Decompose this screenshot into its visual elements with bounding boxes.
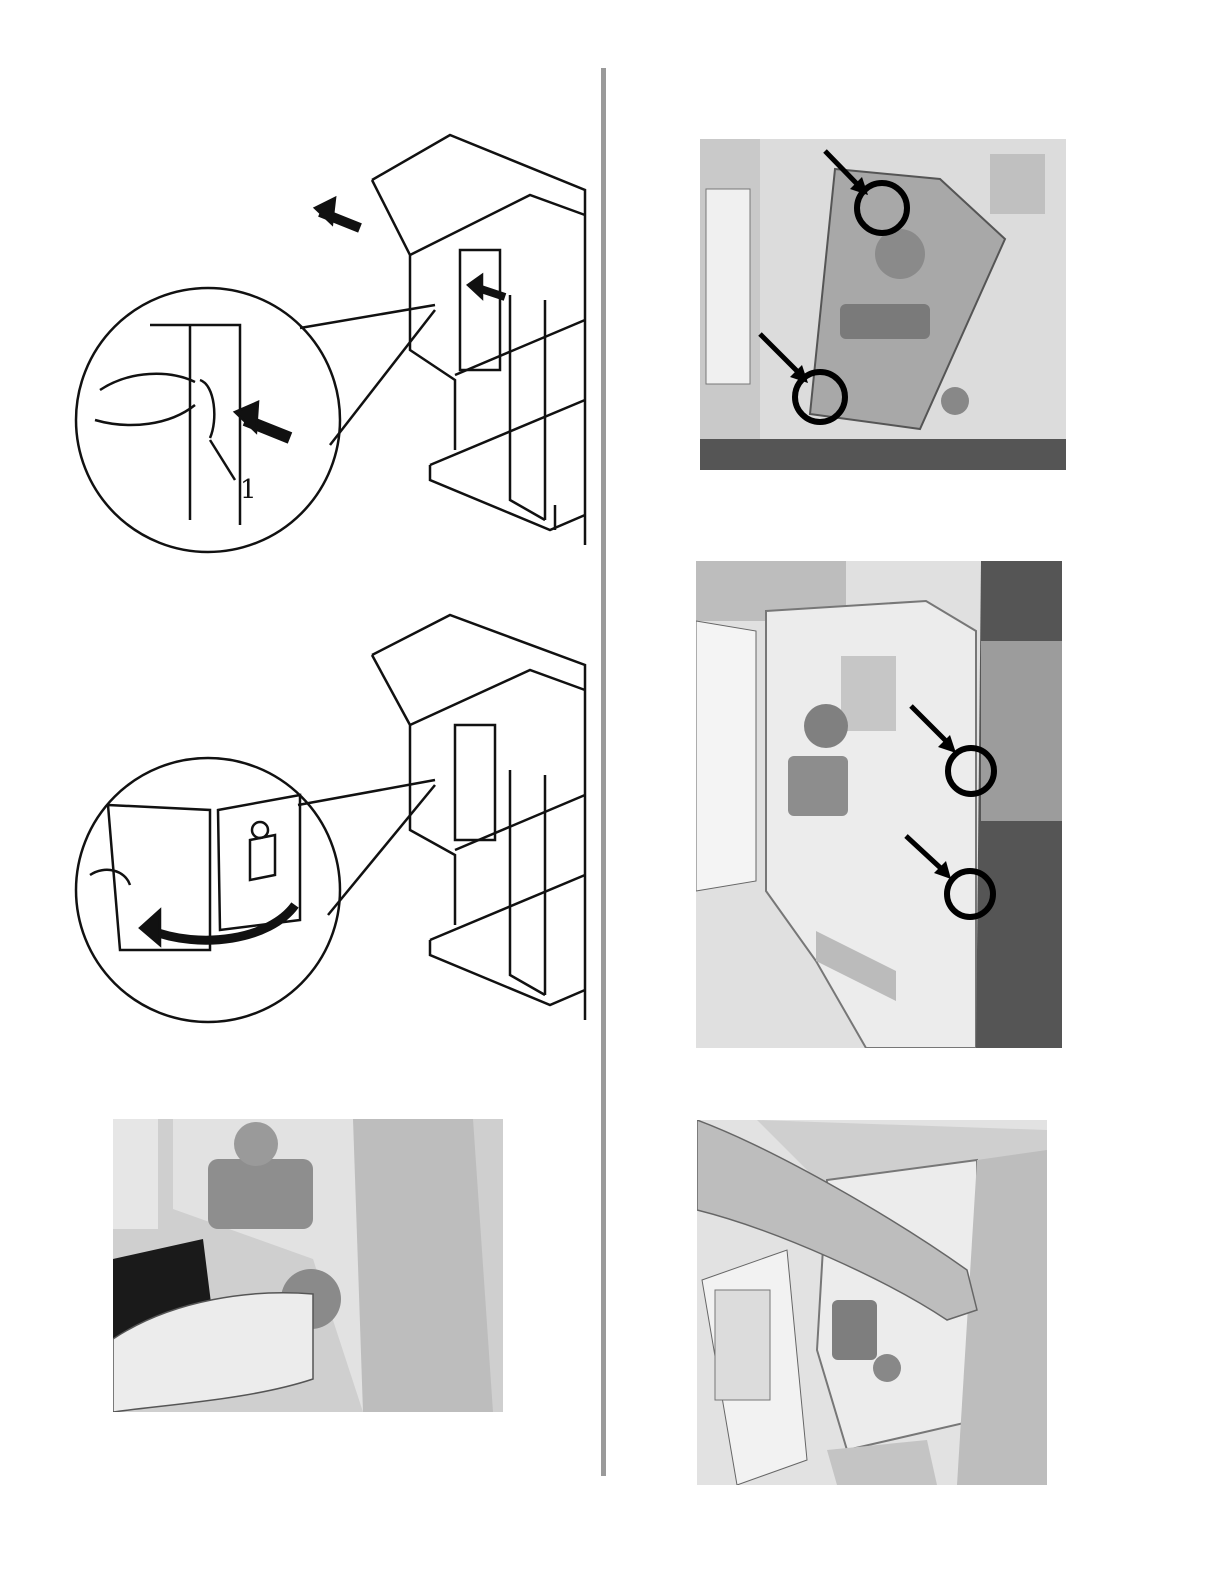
photo-panel-screws (700, 139, 1066, 470)
photo-side-screws (696, 561, 1062, 1048)
photo-hand-reach (697, 1120, 1047, 1485)
column-divider (601, 68, 606, 1476)
figure-open-door (60, 610, 590, 1030)
callout-1: 1 (240, 475, 257, 505)
photo-turn-knob (113, 1119, 503, 1412)
figure-finisher-latch: 1 (60, 120, 590, 560)
